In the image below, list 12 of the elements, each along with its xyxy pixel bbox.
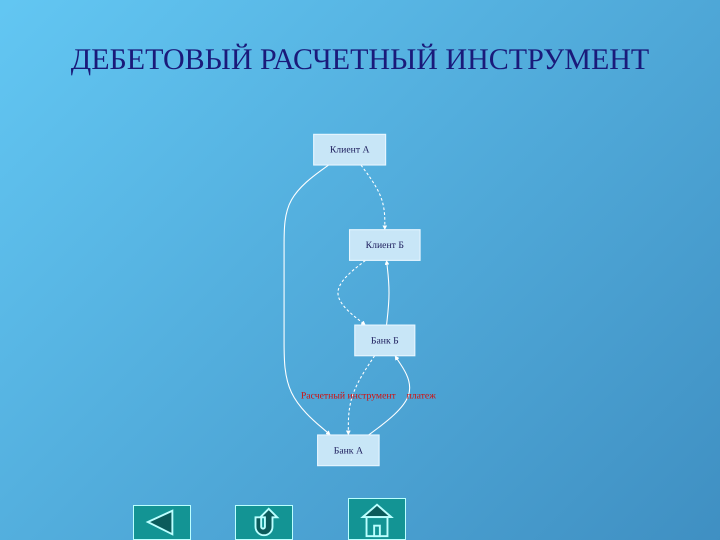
arrow — [337, 260, 366, 326]
arrow — [346, 355, 376, 436]
title: ДЕБЕТОВЫЙ РАСЧЕТНЫЙ ИНСТРУМЕНТ — [70, 42, 650, 78]
node-box: Клиент А — [313, 134, 386, 166]
arrow — [368, 356, 410, 436]
node-box: Банк Б — [354, 324, 416, 356]
node-box: Банк А — [317, 434, 380, 466]
arrow — [284, 164, 331, 436]
arrow — [384, 260, 390, 326]
node-box: Клиент Б — [348, 229, 421, 261]
edge-label: Расчетный инструмент — [300, 390, 396, 400]
arrow — [360, 164, 388, 230]
